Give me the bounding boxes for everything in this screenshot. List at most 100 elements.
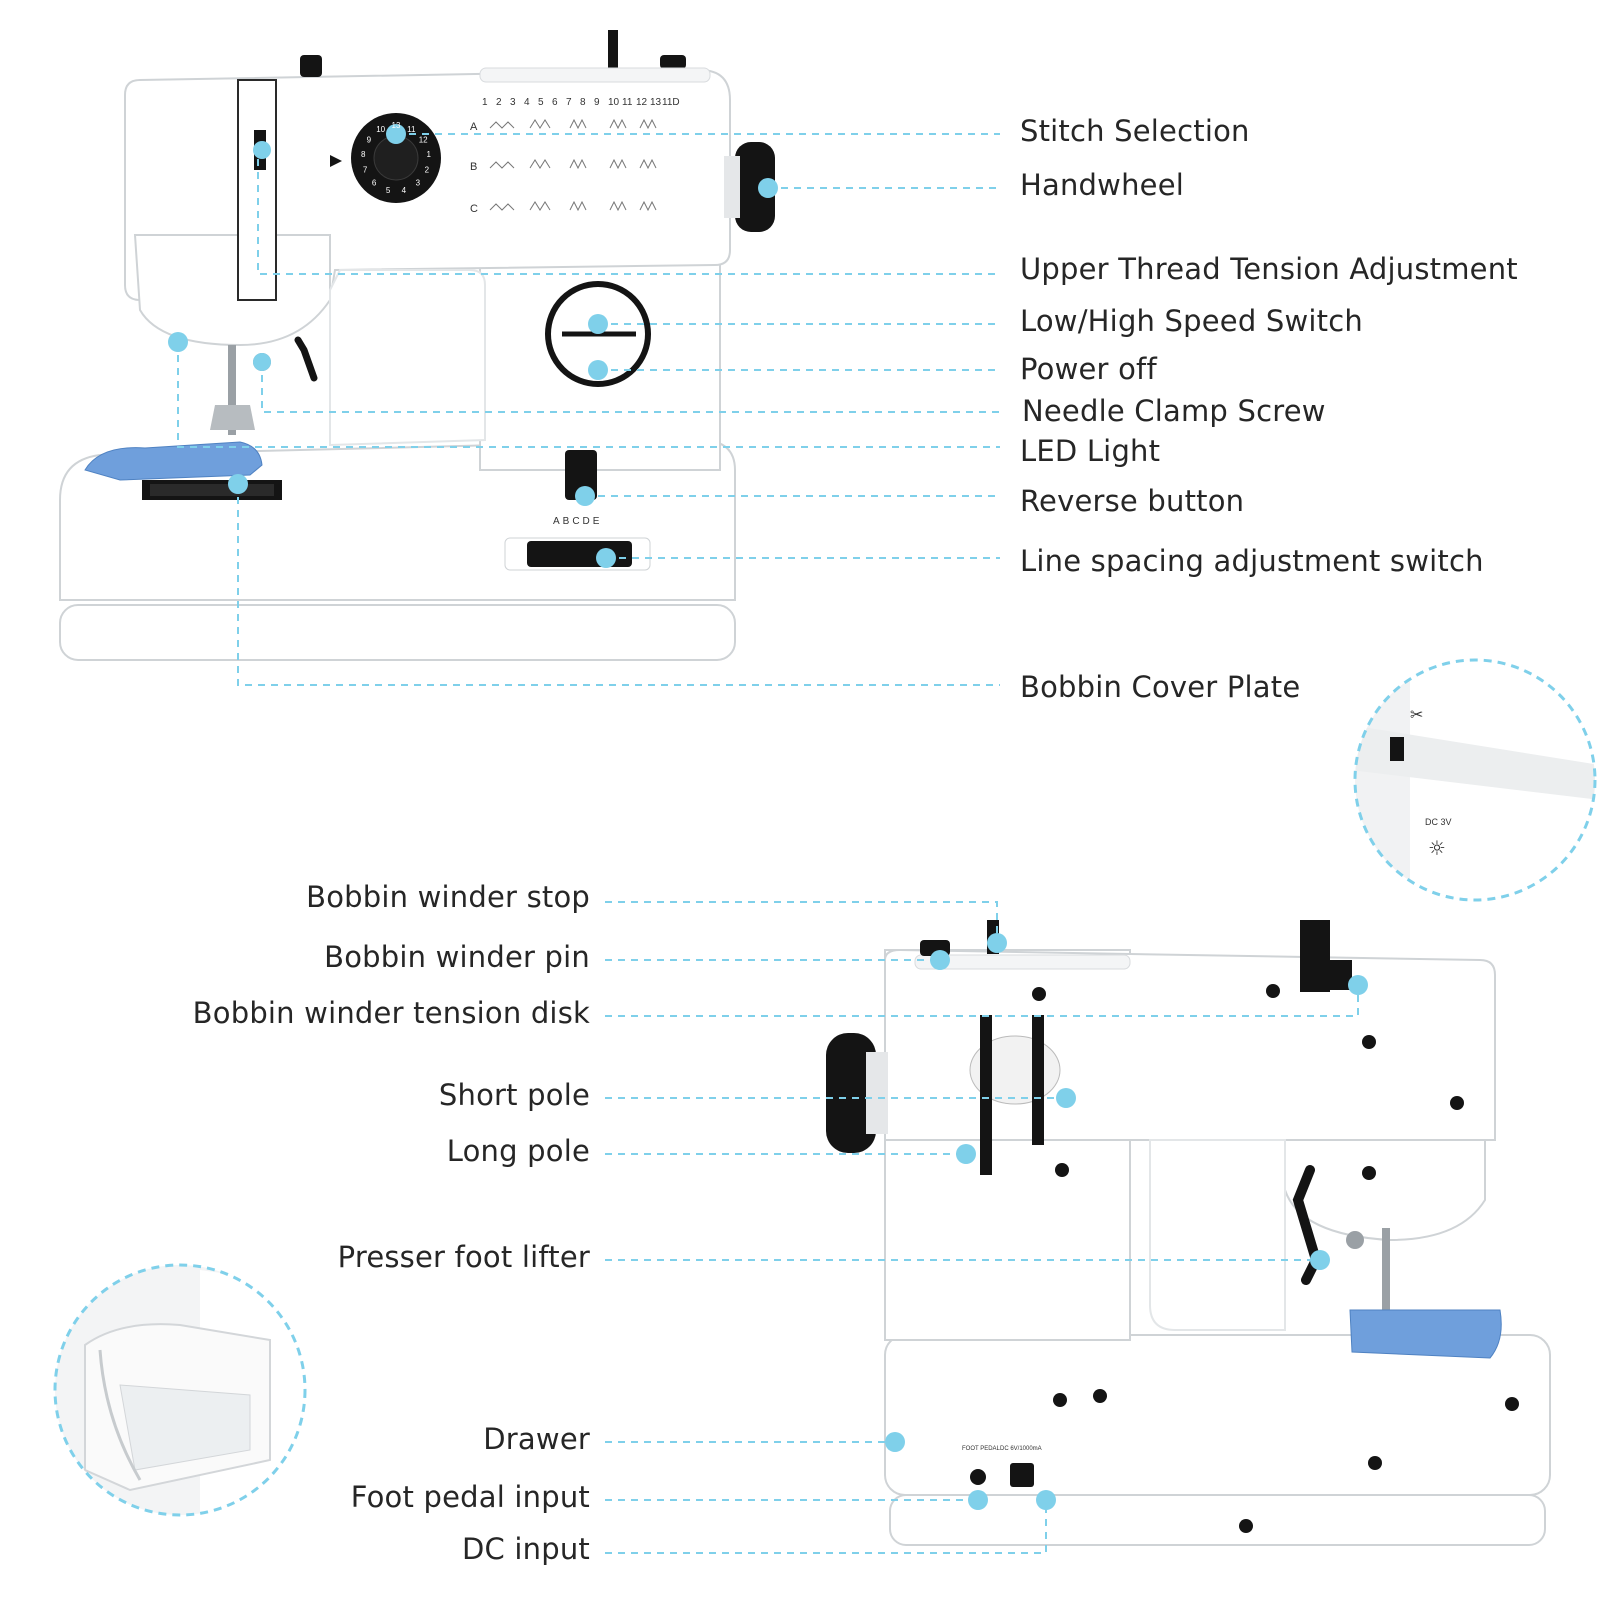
label-bobbin-cover: Bobbin Cover Plate (1020, 670, 1301, 704)
label-winder-pin: Bobbin winder pin (324, 940, 590, 974)
inset-dc-text: DC 3V (1425, 817, 1452, 827)
stitch-dial (330, 113, 441, 203)
label-reverse-button: Reverse button (1020, 484, 1245, 518)
line-spacing-slider (527, 541, 632, 567)
label-line-spacing: Line spacing adjustment switch (1020, 544, 1484, 578)
dial-number: 9 (367, 135, 372, 144)
stitch-number: 11D (662, 97, 680, 108)
front-base-foot (59, 604, 736, 661)
light-inset: ✂ DC 3V ☼ (1353, 658, 1597, 902)
stitch-number: 6 (552, 97, 558, 108)
front-peg-3 (660, 55, 686, 69)
back-presser-lifter (1292, 1165, 1322, 1285)
label-speed-switch: Low/High Speed Switch (1020, 304, 1363, 338)
label-foot-pedal-input: Foot pedal input (350, 1480, 590, 1514)
spool-holder (1300, 920, 1330, 992)
back-machine: FOOT PEDAL DC 6V/1000mA (826, 920, 1551, 1546)
stitch-number: 4 (524, 97, 530, 108)
label-winder-tension: Bobbin winder tension disk (192, 996, 590, 1030)
back-base (884, 1334, 1551, 1496)
row-letter-b: B (470, 161, 477, 173)
needle-bar (228, 345, 236, 435)
back-thumb-screw (1346, 1231, 1364, 1249)
stitch-number: 8 (580, 97, 586, 108)
stitch-number: 3 (510, 97, 516, 108)
back-handwheel-hub (866, 1052, 888, 1134)
front-arm-opening (329, 269, 486, 447)
back-arm (884, 948, 1496, 1141)
dial-number: 12 (419, 135, 428, 144)
presser-foot (210, 405, 255, 430)
front-top-plate (479, 67, 711, 83)
drawer-inset (53, 1263, 307, 1517)
back-leaders (605, 901, 1359, 1554)
light-bulb-icon: ☼ (1428, 836, 1446, 860)
stitch-number: 11 (622, 97, 633, 108)
back-base-foot (889, 1494, 1546, 1546)
dc-port (1010, 1463, 1034, 1487)
spool-holder-arm (1330, 960, 1352, 990)
label-power-off: Power off (1020, 352, 1157, 386)
stitch-number: 12 (636, 97, 648, 108)
back-fabric (1349, 1309, 1502, 1359)
back-callout-dots (885, 933, 1368, 1510)
back-needle-bar (1382, 1228, 1390, 1318)
front-peg-2 (608, 30, 618, 70)
stitch-number: 7 (566, 97, 572, 108)
dial-number: 6 (372, 179, 377, 188)
dc-port-label: DC 6V/1000mA (1000, 1446, 1042, 1452)
label-handwheel: Handwheel (1020, 168, 1185, 202)
foot-pedal-port (970, 1469, 986, 1485)
label-needle-clamp: Needle Clamp Screw (1022, 394, 1326, 428)
scissors-icon: ✂ (1410, 705, 1423, 724)
dial-number: 1 (427, 150, 432, 159)
row-letter-c: C (470, 203, 478, 215)
dial-number: 10 (376, 125, 385, 134)
back-top-plate (914, 954, 1131, 970)
front-head (133, 234, 331, 347)
spacing-letters: ABCDE (553, 516, 602, 527)
dial-number: 5 (386, 186, 391, 195)
dial-number: 4 (402, 186, 407, 195)
back-screws (1032, 984, 1519, 1533)
stitch-number: 2 (496, 97, 502, 108)
back-handwheel (826, 1033, 876, 1153)
presser-lever-front (294, 336, 318, 382)
long-pole (980, 1015, 992, 1175)
dial-number: 8 (361, 150, 366, 159)
dial-number: 2 (425, 166, 430, 175)
stitch-number: 10 (608, 97, 620, 108)
dial-number: 11 (407, 125, 416, 134)
stitch-number: 5 (538, 97, 544, 108)
short-pole (1032, 1015, 1044, 1145)
label-upper-thread-tension: Upper Thread Tension Adjustment (1020, 252, 1518, 286)
stitch-number: 13 (650, 97, 662, 108)
label-stitch-selection: Stitch Selection (1020, 114, 1250, 148)
front-peg-1 (300, 55, 322, 77)
back-arm-opening (1149, 1139, 1286, 1331)
stitch-number: 1 (482, 97, 488, 108)
stitch-number: 9 (594, 97, 600, 108)
dial-number: 3 (416, 179, 421, 188)
label-dc-input: DC input (462, 1532, 590, 1566)
label-presser-lifter: Presser foot lifter (337, 1240, 590, 1274)
back-head (1284, 1139, 1486, 1242)
dial-number: 13 (392, 121, 401, 130)
label-drawer: Drawer (483, 1422, 590, 1456)
bobbin-plate-inner (150, 484, 274, 496)
label-short-pole: Short pole (438, 1078, 590, 1112)
label-led-light: LED Light (1020, 434, 1161, 468)
dial-number: 7 (363, 166, 368, 175)
label-long-pole: Long pole (446, 1134, 590, 1168)
handwheel (724, 142, 775, 232)
foot-pedal-port-label: FOOT PEDAL (962, 1446, 1001, 1452)
dial-pointer-icon (330, 155, 342, 167)
front-callout-dots (168, 124, 778, 568)
front-fabric (84, 441, 263, 481)
